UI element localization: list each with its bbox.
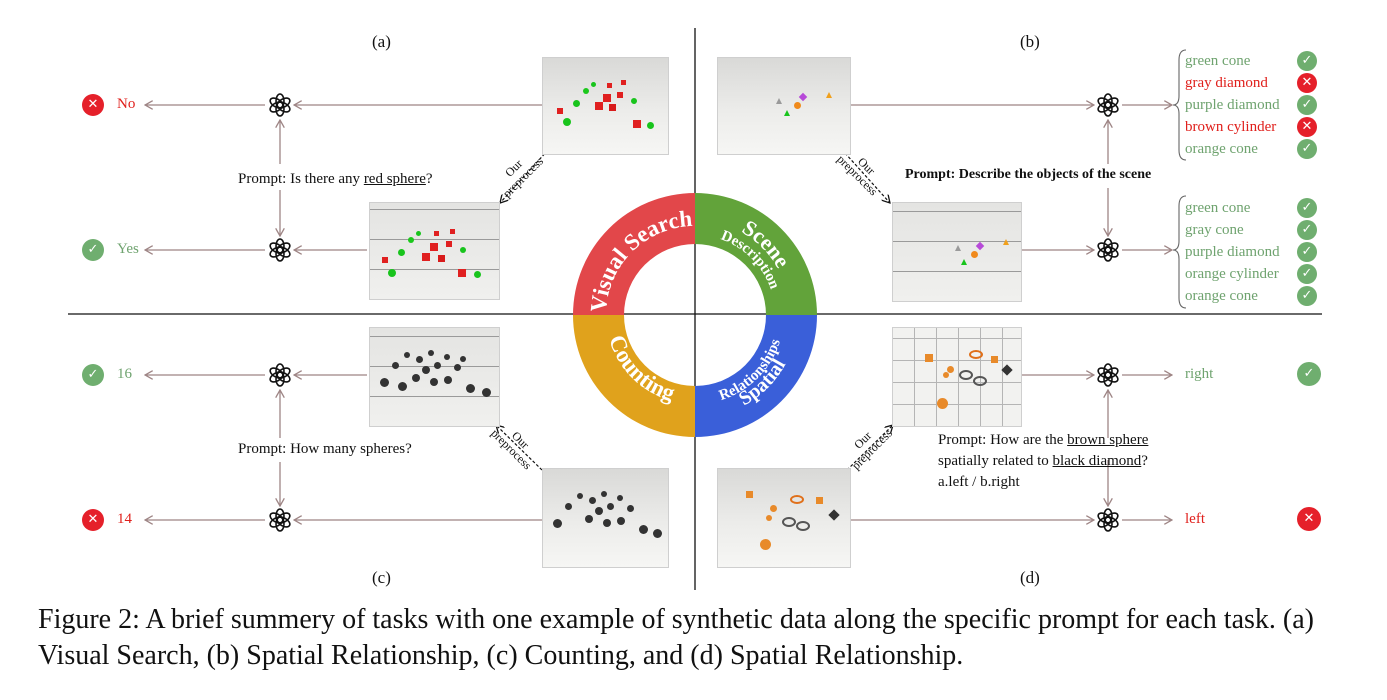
diagram-lines [68, 28, 1322, 590]
x-circle-icon: ✕ [1297, 73, 1317, 93]
list-item: orange cone [1185, 288, 1258, 304]
x-circle-icon: ✕ [1297, 507, 1321, 531]
check-circle-icon: ✓ [82, 364, 104, 386]
openai-logo-icon [268, 238, 292, 262]
ring-segment-visual-search [573, 193, 695, 315]
openai-logo-icon [268, 363, 292, 387]
check-circle-icon: ✓ [1297, 198, 1317, 218]
answer-d-top: right [1185, 366, 1214, 382]
x-circle-icon: ✕ [82, 94, 104, 116]
check-circle-icon: ✓ [1297, 242, 1317, 262]
openai-logo-icon [1096, 93, 1120, 117]
scene-image-d-processed [892, 327, 1022, 427]
x-circle-icon: ✕ [82, 509, 104, 531]
check-circle-icon: ✓ [1297, 51, 1317, 71]
openai-logo-icon [268, 508, 292, 532]
check-circle-icon: ✓ [1297, 139, 1317, 159]
check-circle-icon: ✓ [1297, 95, 1317, 115]
list-item: purple diamond [1185, 244, 1280, 260]
scene-image-b-processed [892, 202, 1022, 302]
scene-image-c-original [542, 468, 669, 568]
answer-c-top: 16 [117, 366, 132, 382]
scene-image-d-original [717, 468, 851, 568]
scene-image-a-original [542, 57, 669, 155]
check-circle-icon: ✓ [1297, 220, 1317, 240]
answer-list-b-bottom: green cone gray cone purple diamond oran… [1185, 197, 1280, 307]
check-circle-icon: ✓ [1297, 264, 1317, 284]
prompt-c: Prompt: How many spheres? [238, 441, 412, 457]
answer-list-b-top: green cone gray diamond purple diamond b… [1185, 50, 1280, 160]
check-circle-icon: ✓ [1297, 362, 1321, 386]
scene-image-c-processed [369, 327, 500, 427]
x-circle-icon: ✕ [1297, 117, 1317, 137]
panel-label-d: (d) [1020, 568, 1040, 587]
answer-c-bottom: 14 [117, 511, 132, 527]
list-item: green cone [1185, 200, 1251, 216]
scene-image-b-original [717, 57, 851, 155]
answer-a-top: No [117, 96, 136, 112]
openai-logo-icon [1096, 238, 1120, 262]
ring-segment-scene-description [695, 193, 817, 315]
list-item: purple diamond [1185, 97, 1280, 113]
list-item: orange cone [1185, 141, 1258, 157]
prompt-a: Prompt: Is there any red sphere? [238, 171, 433, 187]
check-circle-icon: ✓ [82, 239, 104, 261]
brace-bottom [1172, 195, 1187, 309]
scene-image-a-processed [369, 202, 500, 300]
list-item: gray cone [1185, 222, 1244, 238]
ring-segment-spatial-relationships [695, 315, 817, 437]
openai-logo-icon [1096, 363, 1120, 387]
panel-label-a: (a) [372, 32, 391, 51]
list-item: green cone [1185, 53, 1251, 69]
prompt-d: Prompt: How are the brown sphere spatial… [938, 432, 1149, 490]
openai-logo-icon [268, 93, 292, 117]
prompt-b: Prompt: Describe the objects of the scen… [905, 167, 1152, 182]
check-circle-icon: ✓ [1297, 286, 1317, 306]
brace-top [1172, 49, 1187, 161]
list-item: gray diamond [1185, 75, 1268, 91]
list-item: orange cylinder [1185, 266, 1279, 282]
list-item: brown cylinder [1185, 119, 1277, 135]
ring-segment-counting [573, 315, 695, 437]
answer-d-bottom: left [1185, 511, 1205, 527]
panel-label-c: (c) [372, 568, 391, 587]
panel-label-b: (b) [1020, 32, 1040, 51]
openai-logo-icon [1096, 508, 1120, 532]
figure-caption: Figure 2: A brief summery of tasks with … [38, 604, 1314, 671]
answer-a-bottom: Yes [117, 241, 139, 257]
task-ring: Visual Search Scene Description Spatial … [573, 193, 817, 437]
